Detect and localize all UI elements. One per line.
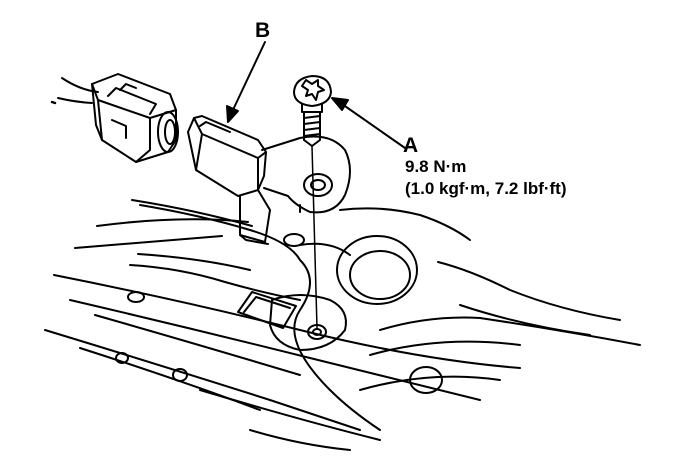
plate-large-hole [336, 235, 418, 305]
callout-label-a: A [403, 134, 419, 157]
bolt-installation-line [311, 145, 318, 329]
bolt-boss-pad [269, 294, 347, 351]
plate-rectangular-window [237, 291, 297, 329]
torque-spec-alternate: (1.0 kgf·m, 7.2 lbf·ft) [405, 179, 567, 198]
plate-small-holes [115, 233, 443, 394]
mounting-bolt [293, 75, 332, 147]
leader-arrow-a [331, 97, 406, 149]
callout-label-b: B [255, 19, 271, 42]
mounting-plate [44, 207, 641, 451]
torque-spec-metric: 9.8 N·m [405, 157, 467, 176]
leader-arrow-b [226, 41, 266, 123]
sensor-connector [50, 73, 179, 163]
crankshaft-sensor [187, 115, 351, 245]
